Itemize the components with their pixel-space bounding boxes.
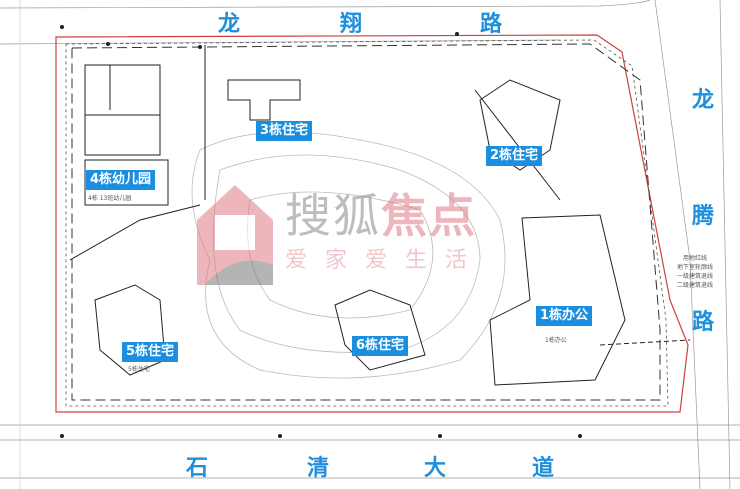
- site-boundary-red-line: [55, 34, 689, 413]
- legend-line-label: 一级建筑退线: [677, 273, 714, 280]
- road-east-char: 龙: [692, 88, 715, 113]
- road-north-char: 翔: [340, 12, 363, 37]
- road-south-char: 道: [532, 456, 555, 481]
- watermark-slogan: 爱家爱生活: [285, 248, 486, 273]
- office-note: 1栋办公: [545, 337, 567, 344]
- legend-line-label: 地下室轮廓线: [677, 264, 714, 271]
- building-4-label[interactable]: 4栋幼儿园: [86, 170, 156, 190]
- building-6-label[interactable]: 6栋住宅: [352, 336, 409, 356]
- road-south-char: 大: [424, 456, 447, 481]
- road-east-char: 路: [692, 310, 715, 335]
- road-south-char: 清: [307, 456, 330, 481]
- building-1-label[interactable]: 1栋办公: [536, 306, 593, 326]
- building-3-label[interactable]: 3栋住宅: [256, 121, 313, 141]
- building-2-label[interactable]: 2栋住宅: [486, 146, 543, 166]
- road-east-char: 腾: [692, 204, 715, 229]
- watermark-accent: 焦点: [381, 189, 477, 243]
- legend-line-label: 用地红线: [683, 255, 708, 262]
- sohu-focus-watermark: 搜狐焦点 爱家爱生活: [195, 180, 475, 294]
- watermark-brand: 搜狐: [285, 189, 381, 243]
- road-north-char: 路: [480, 12, 503, 37]
- legend-line-label: 二级建筑退线: [677, 282, 714, 289]
- res5-note: 5栋住宅: [128, 366, 150, 373]
- house-logo-icon: [197, 185, 273, 285]
- road-north-char: 龙: [218, 12, 241, 37]
- kindergarten-note: 4栋 13班幼儿园: [88, 195, 132, 202]
- setback-line: [71, 43, 661, 401]
- road-south-char: 石: [186, 456, 209, 481]
- building-5-label[interactable]: 5栋住宅: [122, 342, 179, 362]
